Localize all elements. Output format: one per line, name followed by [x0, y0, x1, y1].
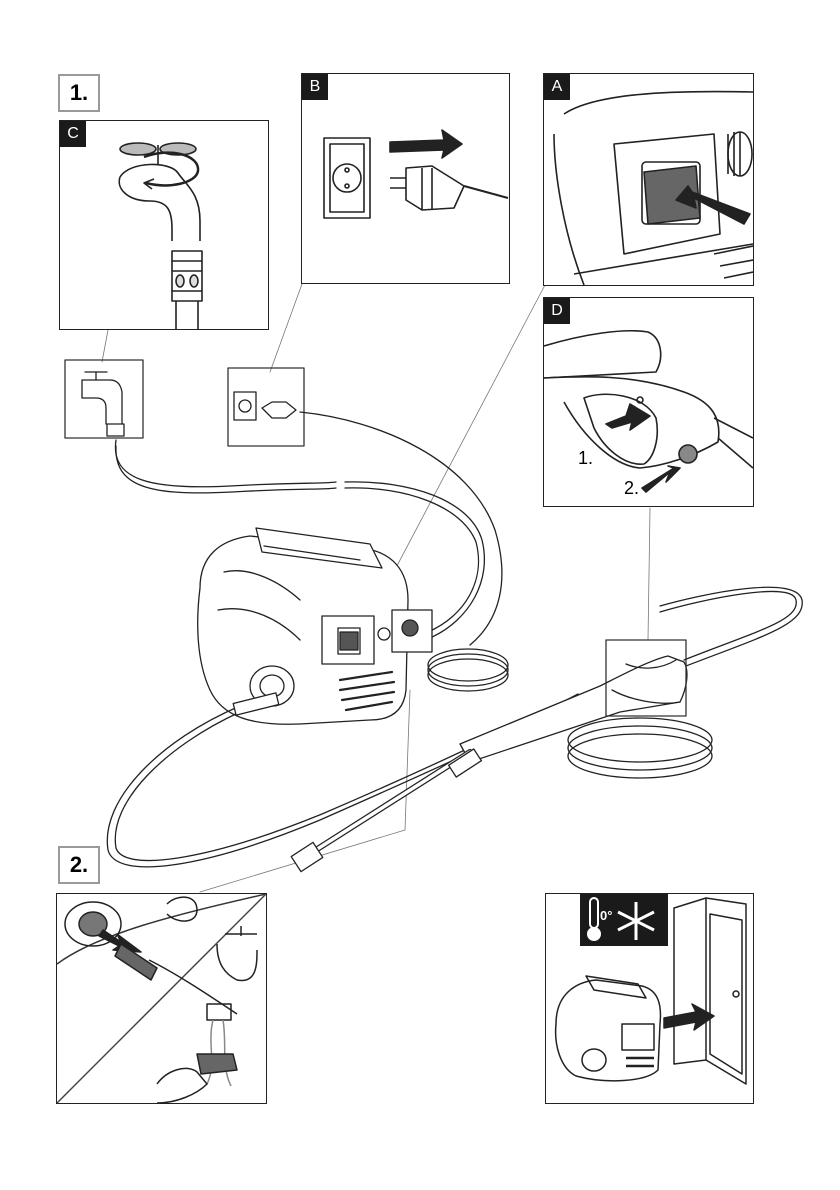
- coiled-cord: [428, 649, 508, 691]
- water-tap-icon: [119, 143, 202, 329]
- panel-step-2-flush: [56, 893, 267, 1104]
- spray-lance: [291, 749, 481, 872]
- step-1-label: 1.: [58, 74, 100, 112]
- power-plug-icon: [324, 130, 508, 218]
- panel-d-step-1: 1.: [578, 448, 593, 469]
- small-plug-detail: [228, 368, 304, 446]
- small-tap-detail: [65, 360, 143, 438]
- panel-a-tag: A: [544, 74, 570, 100]
- washer-unit: [198, 528, 432, 724]
- frost-protection-icon: [580, 894, 668, 946]
- panel-d-tag: D: [544, 298, 570, 324]
- panel-b-tag: B: [302, 74, 328, 100]
- panel-d-step-2: 2.: [624, 478, 639, 499]
- water-hose: [115, 440, 336, 487]
- step-2-label: 2.: [58, 846, 100, 884]
- trigger-gun-icon: [544, 331, 753, 492]
- power-switch-icon: [554, 92, 753, 285]
- panel-frost-protection: 0°: [545, 893, 754, 1104]
- outlet-fitting: [728, 132, 752, 176]
- hose-coil: [568, 718, 712, 778]
- frost-degree-label: 0°: [600, 908, 612, 923]
- panel-b-power-plug: B: [301, 73, 510, 284]
- panel-c-tag: C: [60, 121, 86, 147]
- panel-d-trigger-gun: D 1. 2.: [543, 297, 754, 507]
- panel-a-power-switch: A: [543, 73, 754, 286]
- panel-c-water-tap: C: [59, 120, 269, 330]
